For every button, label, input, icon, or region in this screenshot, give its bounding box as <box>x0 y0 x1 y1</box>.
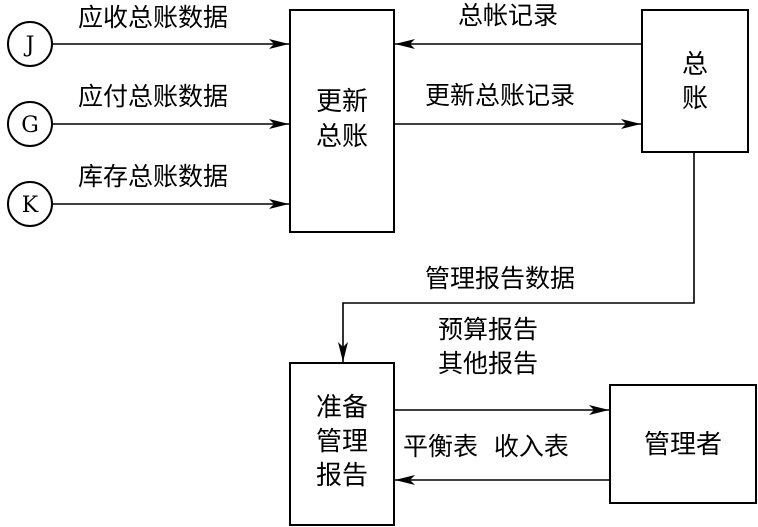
flow-mgmt-report-label: 管理报告数据 <box>425 264 575 293</box>
general-ledger-label-line1: 总 <box>682 50 708 80</box>
node-g-label: G <box>21 113 39 138</box>
update-ledger-label-line1: 更新 <box>316 87 368 117</box>
node-g: G <box>7 101 53 147</box>
flow-reports-label-line2: 其他报告 <box>438 349 538 378</box>
prepare-reports-label-line3: 报告 <box>316 461 368 491</box>
flow-reports-label-line1: 预算报告 <box>438 315 538 344</box>
flow-mgmt-report-arrow <box>338 152 695 362</box>
prepare-reports-label-line1: 准备 <box>316 393 368 423</box>
node-k: K <box>7 181 53 227</box>
manager-label: 管理者 <box>644 430 722 460</box>
node-k-label: K <box>22 193 39 218</box>
flow-update-records-label: 更新总账记录 <box>425 81 575 110</box>
update-ledger-label-line2: 总账 <box>316 122 368 152</box>
flow-feedback-label: 平衡表 收入表 <box>403 432 569 461</box>
flow-ar-label: 应收总账数据 <box>78 3 228 32</box>
prepare-reports-box: 准备 管理 报告 <box>289 362 395 526</box>
general-ledger-label-line2: 账 <box>682 84 708 114</box>
node-j-label: J <box>24 33 35 58</box>
flow-ap-label: 应付总账数据 <box>78 82 228 111</box>
general-ledger-box: 总 账 <box>641 9 749 153</box>
node-j: J <box>7 21 53 67</box>
flow-inventory-label: 库存总账数据 <box>78 162 228 191</box>
flow-ledger-records-label: 总帐记录 <box>458 1 558 30</box>
prepare-reports-label-line2: 管理 <box>316 427 368 457</box>
update-ledger-box: 更新 总账 <box>289 9 395 233</box>
manager-box: 管理者 <box>609 384 757 504</box>
